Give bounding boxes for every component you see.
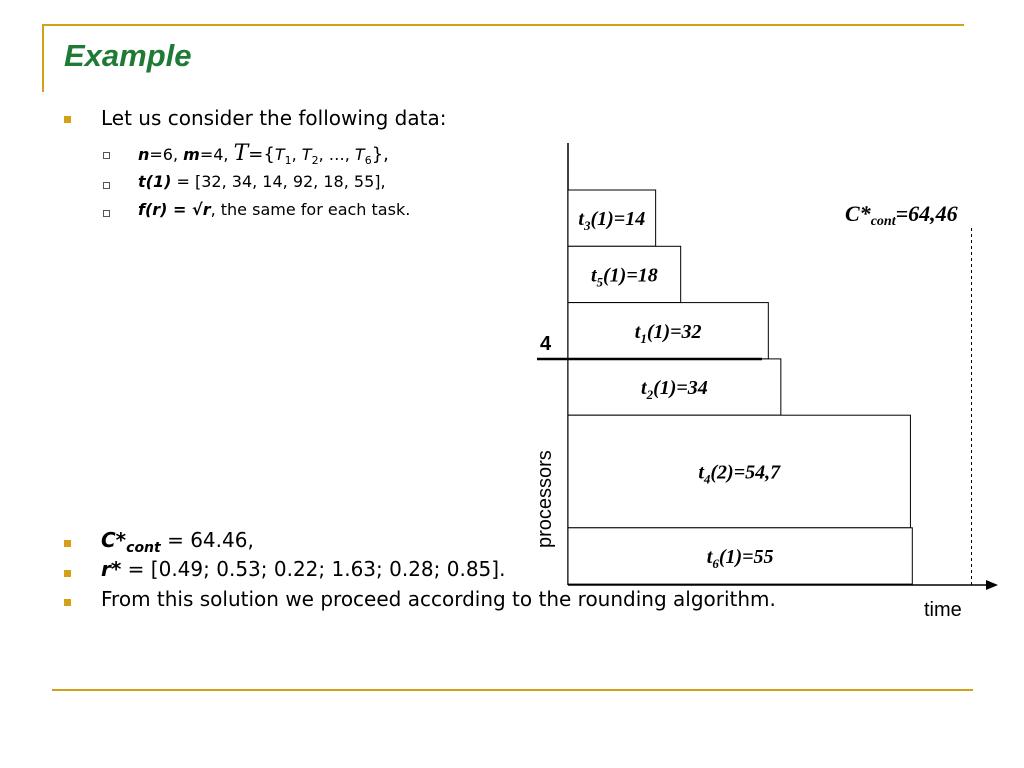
- task-bar-2: [567, 245, 682, 304]
- m-label: m: [183, 145, 200, 164]
- task-bar-1: [567, 189, 657, 247]
- task-bar-label-2: t5(1)=18: [591, 264, 658, 289]
- decorative-bottom-rule: [52, 689, 973, 691]
- bullet-marker: [64, 540, 71, 547]
- sep2: , …,: [318, 145, 355, 164]
- t1-sub: 1: [284, 154, 292, 168]
- bullet-marker: [64, 599, 71, 606]
- sub-bullet-marker: [103, 210, 110, 217]
- c-sub: cont: [126, 540, 161, 556]
- y-axis-label: processors: [534, 450, 556, 548]
- bound-label: C*cont=64,46: [845, 201, 958, 229]
- data-line-f: f(r) = √r, the same for each task.: [138, 200, 410, 219]
- t1-values: = [32, 34, 14, 92, 18, 55],: [171, 172, 386, 191]
- set-open: ={: [248, 144, 275, 165]
- t2-sub: 2: [311, 154, 319, 168]
- task-bar-label-5: t4(2)=54,7: [698, 462, 781, 487]
- task-bar-label-6: t6(1)=55: [707, 546, 774, 571]
- bound-label-main: C*: [845, 201, 872, 226]
- t6-sym: T: [354, 145, 365, 164]
- t6-sub: 6: [364, 154, 372, 168]
- bars-layer: t3(1)=14 t5(1)=18 t1(1)=32 t2(1)=34 t4(2)=54…: [567, 189, 913, 585]
- bullet-marker: [64, 570, 71, 577]
- task-bar-5: [567, 414, 911, 529]
- c-value: = 64.46,: [160, 528, 254, 552]
- sub-bullet-marker: [103, 182, 110, 189]
- sep1: ,: [291, 145, 302, 164]
- r-label: r*: [101, 557, 122, 581]
- bound-label-sub: cont: [871, 214, 897, 229]
- data-line-t1: t(1) = [32, 34, 14, 92, 18, 55],: [138, 172, 386, 191]
- set-close: },: [371, 144, 389, 165]
- decorative-vertical-rule: [42, 24, 44, 92]
- m-eq: =4,: [199, 145, 234, 164]
- task-bar-label-3: t1(1)=32: [635, 321, 702, 346]
- r-line: r* = [0.49; 0.53; 0.22; 1.63; 0.28; 0.85…: [101, 557, 505, 581]
- task-bar-3: [567, 302, 769, 360]
- x-axis-arrowhead: [986, 580, 998, 590]
- f-label: f(r) = √r: [138, 200, 211, 219]
- processor-level-label: 4: [540, 333, 552, 355]
- slide-title: Example: [64, 38, 192, 73]
- final-line: From this solution we proceed according …: [101, 587, 776, 611]
- task-set-symbol: T: [233, 141, 249, 166]
- x-axis-label: time: [924, 599, 962, 621]
- task-bar-6: [567, 527, 913, 585]
- c-line: C*cont = 64.46,: [101, 528, 254, 556]
- n-label: n: [138, 145, 150, 164]
- bound-label-value: =64,46: [896, 201, 958, 226]
- t1-label: t(1): [138, 172, 172, 191]
- task-bar-label-1: t3(1)=14: [578, 208, 645, 233]
- t2-sym: T: [301, 145, 312, 164]
- intro-text: Let us consider the following data:: [101, 106, 447, 130]
- decorative-top-rule: [42, 24, 964, 26]
- sub-bullet-marker: [103, 152, 110, 159]
- n-eq: =6,: [149, 145, 184, 164]
- r-value: = [0.49; 0.53; 0.22; 1.63; 0.28; 0.85].: [121, 557, 506, 581]
- bullet-marker: [64, 116, 71, 123]
- c-label: C*: [101, 528, 127, 552]
- t1-sym: T: [274, 145, 285, 164]
- task-bar-4: [567, 358, 782, 416]
- f-desc: , the same for each task.: [210, 200, 411, 219]
- task-bar-label-4: t2(1)=34: [641, 377, 708, 402]
- data-line-nm: n=6, m=4, T={T1, T2, …, T6},: [138, 141, 389, 167]
